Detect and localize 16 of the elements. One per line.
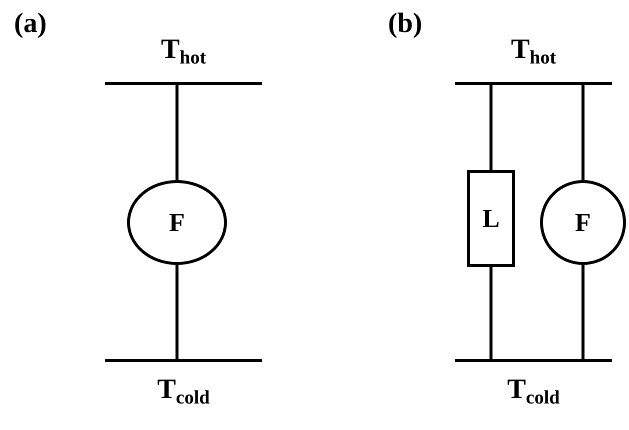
temperature-label: T$_{hot}$ bbox=[510, 36, 556, 68]
connector-line bbox=[582, 84, 584, 180]
rectangle-element bbox=[467, 170, 515, 267]
temperature-label: T$_{cold}$ bbox=[507, 376, 560, 408]
connector-line bbox=[582, 265, 584, 360]
element-label: F bbox=[169, 210, 185, 236]
temperature-label: T$_{cold}$ bbox=[157, 376, 210, 408]
connector-line bbox=[176, 84, 178, 180]
element-label: L bbox=[482, 206, 500, 232]
element-label: F bbox=[575, 210, 591, 236]
panel-label: (b) bbox=[388, 10, 422, 38]
connector-line bbox=[490, 267, 492, 360]
temperature-label: T$_{hot}$ bbox=[160, 36, 206, 68]
connector-line bbox=[176, 265, 178, 360]
panel-label: (a) bbox=[14, 10, 47, 38]
connector-line bbox=[490, 84, 492, 170]
